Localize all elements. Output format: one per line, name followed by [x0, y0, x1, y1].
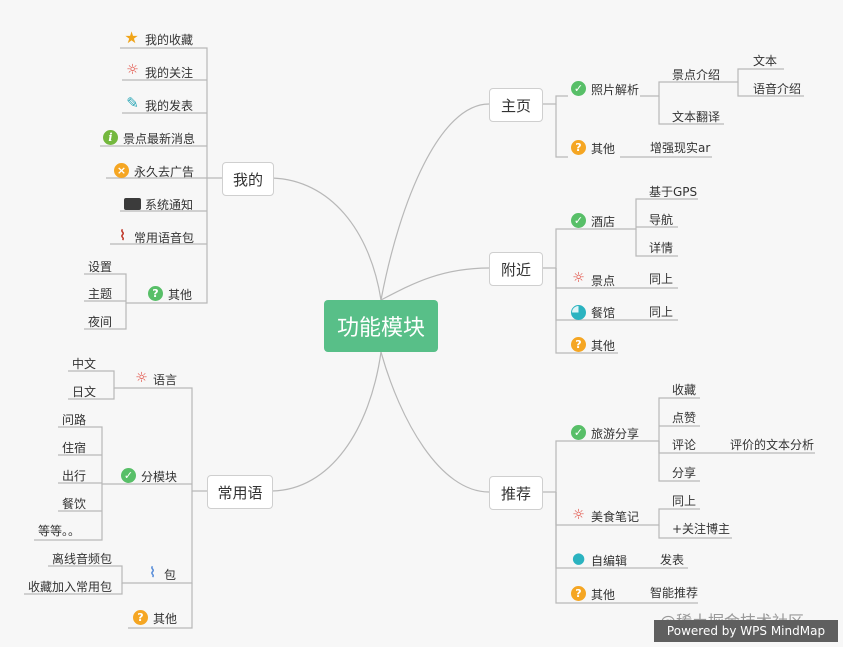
recommend-travel-favorite[interactable]: 收藏 [672, 383, 697, 397]
nearby-hotel-navigation[interactable]: 导航 [649, 213, 674, 227]
x-circle-icon: × [114, 163, 129, 178]
home-spot-intro-voice[interactable]: 语音介绍 [753, 82, 802, 96]
nearby-hotel-gps[interactable]: 基于GPS [649, 185, 698, 199]
recommend-travel-share-child[interactable]: 分享 [672, 466, 697, 480]
lightbulb-icon: ☼ [572, 270, 585, 286]
pie-chart-icon [571, 305, 586, 320]
phrases-module-travel[interactable]: 出行 [62, 469, 87, 483]
home-spot-intro-text[interactable]: 文本 [753, 54, 778, 68]
recommend-travel-comment[interactable]: 评论 [672, 438, 697, 452]
nearby-restaurant[interactable]: 餐馆 [591, 306, 616, 320]
lightbulb-icon: ☼ [572, 507, 585, 523]
nearby-other[interactable]: 其他 [591, 339, 616, 353]
mine-other-settings[interactable]: 设置 [88, 260, 113, 274]
check-circle-icon: ✓ [121, 468, 136, 483]
phrases-language-japanese[interactable]: 日文 [72, 385, 97, 399]
nearby-spot-same[interactable]: 同上 [649, 272, 674, 286]
phrases-other[interactable]: 其他 [153, 612, 178, 626]
recommend-food-notes[interactable]: 美食笔记 [591, 510, 640, 524]
phrases-language[interactable]: 语言 [153, 373, 178, 387]
nearby-hotel-details[interactable]: 详情 [649, 241, 674, 255]
paperclip-icon: ⌇ [119, 228, 126, 244]
mine-other-night[interactable]: 夜间 [88, 315, 113, 329]
topic-nearby[interactable]: 附近 [489, 252, 543, 286]
recommend-travel-share[interactable]: 旅游分享 [591, 427, 640, 441]
mine-item-notifications[interactable]: 系统通知 [145, 198, 194, 212]
mine-item-voice-pack[interactable]: 常用语音包 [134, 231, 195, 245]
star-icon: ★ [124, 28, 139, 47]
mine-item-follows[interactable]: 我的关注 [145, 66, 194, 80]
phrases-module-dining[interactable]: 餐饮 [62, 497, 87, 511]
person-icon: ● [571, 549, 586, 567]
mine-other-theme[interactable]: 主题 [88, 287, 113, 301]
mine-item-favorites[interactable]: 我的收藏 [145, 33, 194, 47]
phrases-modules[interactable]: 分模块 [141, 470, 178, 484]
mine-item-news[interactable]: 景点最新消息 [123, 132, 196, 146]
recommend-food-same[interactable]: 同上 [672, 494, 697, 508]
mine-item-posts[interactable]: 我的发表 [145, 99, 194, 113]
pencil-icon: ✎ [126, 94, 139, 112]
recommend-self-edit-publish[interactable]: 发表 [660, 553, 685, 567]
lightbulb-icon: ☼ [135, 370, 148, 386]
phrases-language-chinese[interactable]: 中文 [72, 357, 97, 371]
mine-item-other[interactable]: 其他 [168, 288, 193, 302]
question-circle-icon: ? [571, 337, 586, 352]
topic-recommend[interactable]: 推荐 [489, 476, 543, 510]
nearby-spot[interactable]: 景点 [591, 274, 616, 288]
home-spot-intro[interactable]: 景点介绍 [672, 68, 721, 82]
recommend-self-edit[interactable]: 自编辑 [591, 554, 628, 568]
home-other[interactable]: 其他 [591, 142, 616, 156]
home-other-ar[interactable]: 增强现实ar [650, 141, 711, 155]
nearby-restaurant-same[interactable]: 同上 [649, 305, 674, 319]
lightbulb-icon: ☼ [126, 62, 139, 78]
phrases-module-lodging[interactable]: 住宿 [62, 441, 87, 455]
topic-mine[interactable]: 我的 [222, 162, 274, 196]
check-circle-icon: ✓ [571, 425, 586, 440]
phrases-package[interactable]: 包 [164, 568, 177, 582]
mine-item-remove-ads[interactable]: 永久去广告 [134, 165, 195, 179]
info-circle-icon: i [103, 130, 118, 145]
recommend-food-follow-blogger[interactable]: +关注博主 [672, 522, 731, 536]
nearby-hotel[interactable]: 酒店 [591, 215, 616, 229]
check-circle-icon: ✓ [571, 81, 586, 96]
recommend-travel-like[interactable]: 点赞 [672, 411, 697, 425]
question-circle-icon: ? [571, 586, 586, 601]
powered-by-banner[interactable]: Powered by WPS MindMap [654, 620, 838, 642]
envelope-icon [124, 198, 141, 210]
phrases-module-directions[interactable]: 问路 [62, 413, 87, 427]
home-text-translate[interactable]: 文本翻译 [672, 110, 721, 124]
center-topic[interactable]: 功能模块 [324, 300, 438, 352]
topic-phrases[interactable]: 常用语 [207, 475, 273, 509]
recommend-other-smart[interactable]: 智能推荐 [650, 586, 699, 600]
recommend-other[interactable]: 其他 [591, 588, 616, 602]
home-photo-analysis[interactable]: 照片解析 [591, 83, 640, 97]
question-circle-icon: ? [571, 140, 586, 155]
topic-home[interactable]: 主页 [489, 88, 543, 122]
check-circle-icon: ✓ [571, 213, 586, 228]
question-circle-icon: ? [133, 610, 148, 625]
phrases-module-etc[interactable]: 等等。。 [38, 524, 81, 538]
paperclip-icon: ⌇ [149, 565, 156, 581]
recommend-comment-text-analysis[interactable]: 评价的文本分析 [730, 438, 815, 452]
question-circle-icon: ? [148, 286, 163, 301]
phrases-package-add-favorites[interactable]: 收藏加入常用包 [28, 580, 113, 594]
phrases-package-offline-audio[interactable]: 离线音频包 [52, 552, 113, 566]
